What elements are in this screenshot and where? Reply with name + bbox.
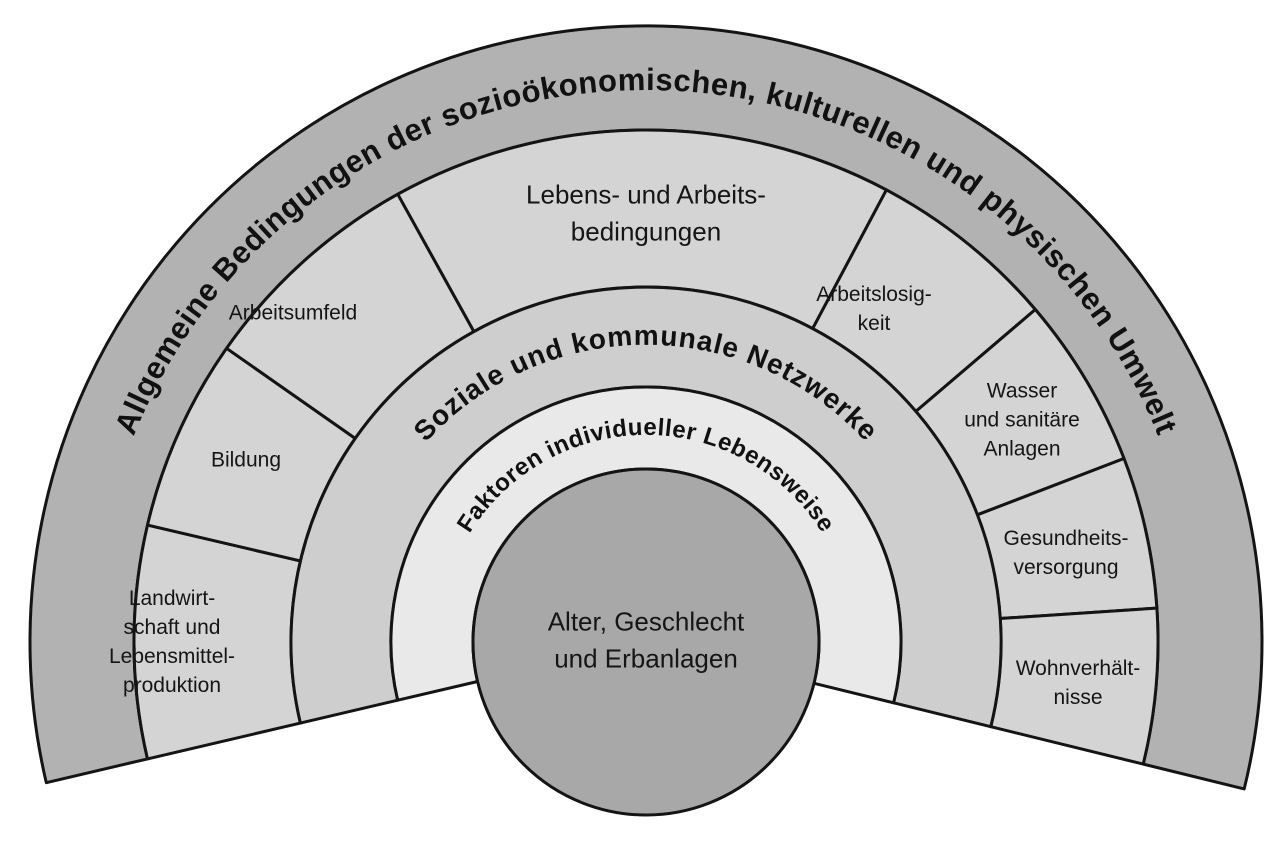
segment-label-bildung: Bildung — [211, 448, 281, 471]
segment-label-arbeitslosigkeit: Arbeitslosig-keit — [816, 283, 932, 335]
segment-label-gesundheitsversorgung: Gesundheits-versorgung — [1004, 527, 1129, 579]
segment-label-lebens-und-arbeitsbedingungen: Lebens- und Arbeits-bedingungen — [526, 180, 766, 247]
center-circle — [471, 467, 821, 817]
conditions-segment-landwirtschaft — [132, 523, 302, 761]
segment-label-arbeitsumfeld: Arbeitsumfeld — [229, 301, 357, 324]
segment-label-wohnverhaeltnisse: Wohnverhält-nisse — [1016, 657, 1141, 709]
